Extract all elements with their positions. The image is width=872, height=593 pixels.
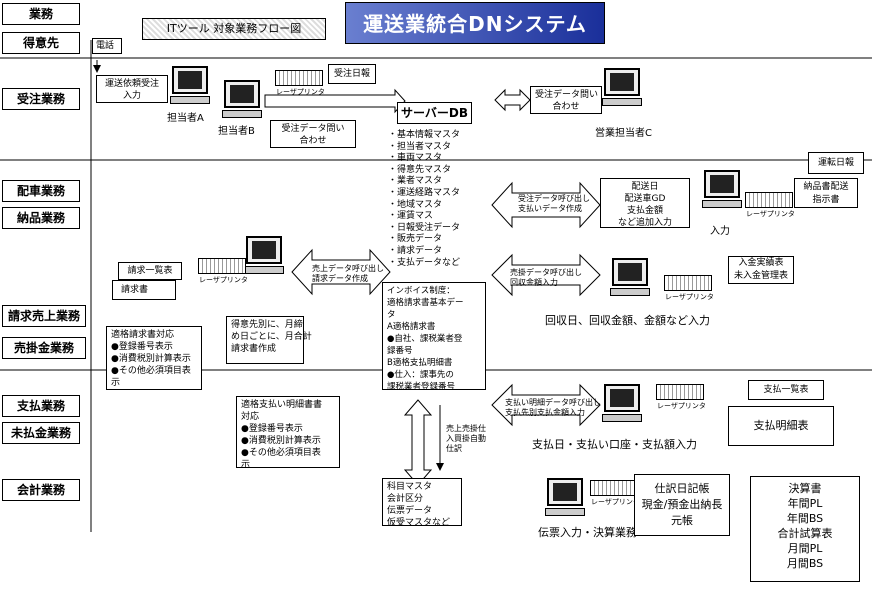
master-item: ・運賃マス [388, 211, 434, 222]
server-db-title: サーバーDB [397, 102, 472, 124]
computer-icon [222, 80, 262, 120]
printer-icon [656, 384, 704, 400]
invoice-list-doc: 請求一覧表 [118, 262, 182, 280]
master-item: ・日報受注データ [388, 222, 461, 233]
computer-icon [602, 384, 642, 424]
receipt-list-doc: 入金実績表 未入金管理表 [728, 256, 794, 284]
invoice-system-note: インボイス制度： 適格請求書基本デー タ A適格請求書 ●自社、課税業者登 録番… [382, 282, 486, 392]
system-title: 運送業統合DNシステム [345, 2, 605, 44]
master-item: ・支払データなど [388, 257, 461, 268]
printer-label: レーザプリンタ [591, 498, 640, 506]
lane-payment: 支払業務 [2, 395, 80, 417]
dispatch-call-label: 受注データ呼び出し 支払いデータ作成 [518, 194, 590, 213]
sales-call-label: 売上データ呼び出し 請求データ作成 [312, 264, 384, 283]
label-customer: 得意先 [2, 32, 80, 54]
sales-inquiry-box: 受注データ問い 合わせ [530, 86, 602, 114]
delivery-note-doc: 納品書配送 指示書 [794, 178, 858, 208]
computer-icon [602, 68, 642, 108]
auto-journal-label: 売上売掛仕 入買掛自動 仕訳 [446, 424, 486, 453]
receipt-input-label: 回収日、回収金額、金額など入力 [545, 312, 710, 328]
lane-dispatch: 配車業務 [2, 180, 80, 202]
printer-icon [275, 70, 323, 86]
financial-statements-doc: 決算書 年間PL 年間BS 合計試算表 月間PL 月間BS [750, 476, 860, 582]
lane-billing: 請求売上業務 [2, 305, 86, 327]
qualified-payment-note: 適格支払い明細書書 対応 ●登録番号表示 ●消費税別計算表示 ●その他必須項目表… [236, 396, 340, 470]
printer-icon [198, 258, 246, 274]
printer-label: レーザプリンタ [276, 88, 325, 96]
printer-icon [745, 192, 793, 208]
sales-staff-label: 営業担当者C [595, 124, 652, 139]
computer-icon [545, 478, 585, 518]
staff-b-label: 担当者B [218, 122, 255, 137]
receipt-call-label: 売掛データ呼び出し 回収金額入力 [510, 268, 582, 287]
master-item: ・運送経路マスタ [388, 187, 461, 198]
printer-icon [664, 275, 712, 291]
payment-detail-doc: 支払明細表 [728, 406, 834, 446]
printer-label: レーザプリンタ [665, 293, 714, 301]
lane-receivable: 売掛金業務 [2, 337, 86, 359]
lane-accounting: 会計業務 [2, 479, 80, 501]
invoice-create-note: 得意先別に、月締 め日ごとに、月合計 請求書作成 [226, 316, 312, 364]
phone-label: 電話 [92, 38, 122, 54]
computer-icon [170, 66, 210, 106]
lane-unpaid: 未払金業務 [2, 422, 80, 444]
master-item: ・販売データ [388, 234, 443, 245]
lane-delivery: 納品業務 [2, 207, 80, 229]
label-business: 業務 [2, 3, 80, 25]
it-tool-title: ITツール 対象業務フロー図 [142, 18, 326, 40]
order-daily-doc: 受注日報 [328, 64, 376, 84]
qualified-invoice-note: 適格請求書対応 ●登録番号表示 ●消費税別計算表示 ●その他必須項目表 示 [106, 326, 202, 390]
master-item: ・担当者マスタ [388, 141, 452, 152]
computer-icon [702, 170, 742, 210]
input-label: 入力 [710, 222, 730, 237]
printer-label: レーザプリンタ [746, 210, 795, 218]
dispatch-add-input-box: 配送日 配送車GD 支払金額 など追加入力 [600, 178, 690, 228]
server-master-list: ・基本情報マスタ ・担当者マスタ ・車両マスタ ・得意先マスタ ・業者マスタ ・… [388, 130, 484, 269]
printer-label: レーザプリンタ [199, 276, 248, 284]
payment-input-label: 支払日・支払い口座・支払額入力 [532, 436, 697, 452]
master-item: ・基本情報マスタ [388, 130, 461, 140]
journal-input-label: 伝票入力・決算業務 [538, 524, 637, 540]
lane-order: 受注業務 [2, 88, 80, 110]
computer-icon [244, 236, 284, 276]
accounting-masters-box: 科目マスタ 会計区分 伝票データ 仮受マスタなど [382, 478, 462, 528]
payment-list-doc: 支払一覧表 [748, 380, 824, 400]
master-item: ・業者マスタ [388, 176, 443, 187]
driver-daily-doc: 運転日報 [808, 152, 864, 174]
master-item: ・得意先マスタ [388, 164, 452, 175]
journal-books-doc: 仕訳日記帳 現金/預金出納長 元帳 [634, 474, 730, 536]
payment-call-label: 支払い明細データ呼び出し 支払先別支払金額入力 [505, 398, 601, 417]
printer-label: レーザプリンタ [657, 402, 706, 410]
master-item: ・車両マスタ [388, 153, 443, 164]
master-item: ・請求データ [388, 245, 443, 256]
request-input-box: 運送依頼受注 入力 [96, 75, 168, 103]
order-inquiry-box: 受注データ問い 合わせ [270, 120, 356, 148]
invoice-doc: 請求書 [112, 280, 176, 300]
staff-a-label: 担当者A [167, 109, 204, 124]
master-item: ・地域マスタ [388, 199, 443, 210]
printer-icon [590, 480, 638, 496]
computer-icon [610, 258, 650, 298]
